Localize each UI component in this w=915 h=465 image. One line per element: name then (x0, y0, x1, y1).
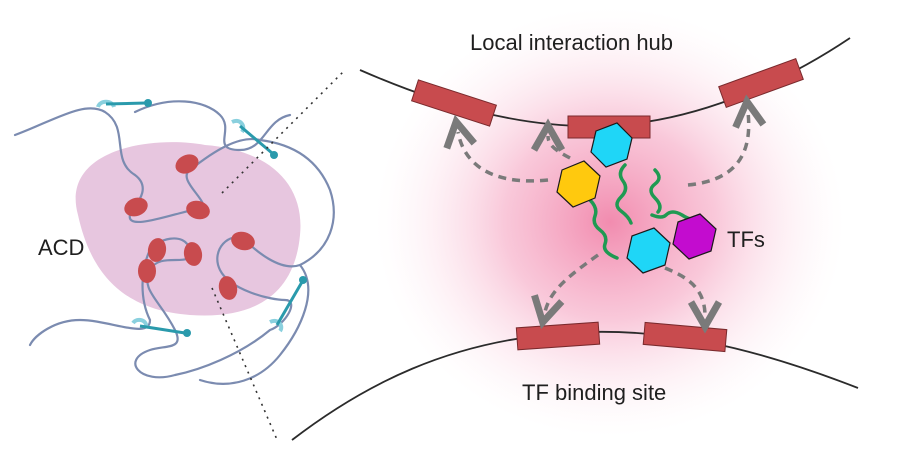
acd-panel: ACD (13, 99, 335, 385)
tf-hexagon-icon (672, 213, 717, 260)
cohesin-anchor-1 (96, 99, 152, 108)
chromatin-strand-top (133, 100, 292, 152)
tf-hexagon-icon (626, 227, 671, 274)
hub-panel: Local interaction hub TFs TF binding sit… (291, 7, 859, 441)
acd-binding-site (186, 200, 210, 220)
binding-site-label: TF binding site (522, 380, 666, 405)
chromatin-strand-bottom (198, 263, 310, 385)
zoom-line-top (221, 69, 346, 194)
acd-binding-site (138, 259, 156, 283)
acd-binding-site (147, 238, 167, 262)
arrow-icon (687, 112, 749, 187)
arrow-icon (458, 132, 549, 183)
tf-hexagon-icon (590, 122, 633, 168)
acd-binding-site (175, 154, 199, 174)
arrow-icon (548, 136, 571, 160)
acd-binding-site (124, 197, 148, 217)
cohesin-anchor-4 (269, 276, 307, 333)
acd-blob (75, 142, 301, 316)
arrow-icon (545, 253, 600, 312)
acd-label: ACD (38, 235, 84, 260)
acd-binding-site (231, 231, 255, 251)
cohesin-anchor-3 (131, 317, 191, 337)
acd-binding-site (183, 242, 203, 266)
tf-tail (649, 168, 662, 214)
tf-tails (588, 163, 694, 260)
tf-tail (588, 198, 619, 260)
acd-binding-sites (124, 154, 255, 300)
tf-tail (615, 163, 633, 225)
acd-binding-site (218, 276, 238, 300)
tfs-label: TFs (727, 227, 765, 252)
binding-site-rect (410, 79, 498, 127)
diffusion-arrows (458, 112, 749, 316)
arrow-icon (664, 266, 705, 316)
hub-label: Local interaction hub (470, 30, 673, 55)
tf-hexagon-icon (556, 160, 601, 208)
